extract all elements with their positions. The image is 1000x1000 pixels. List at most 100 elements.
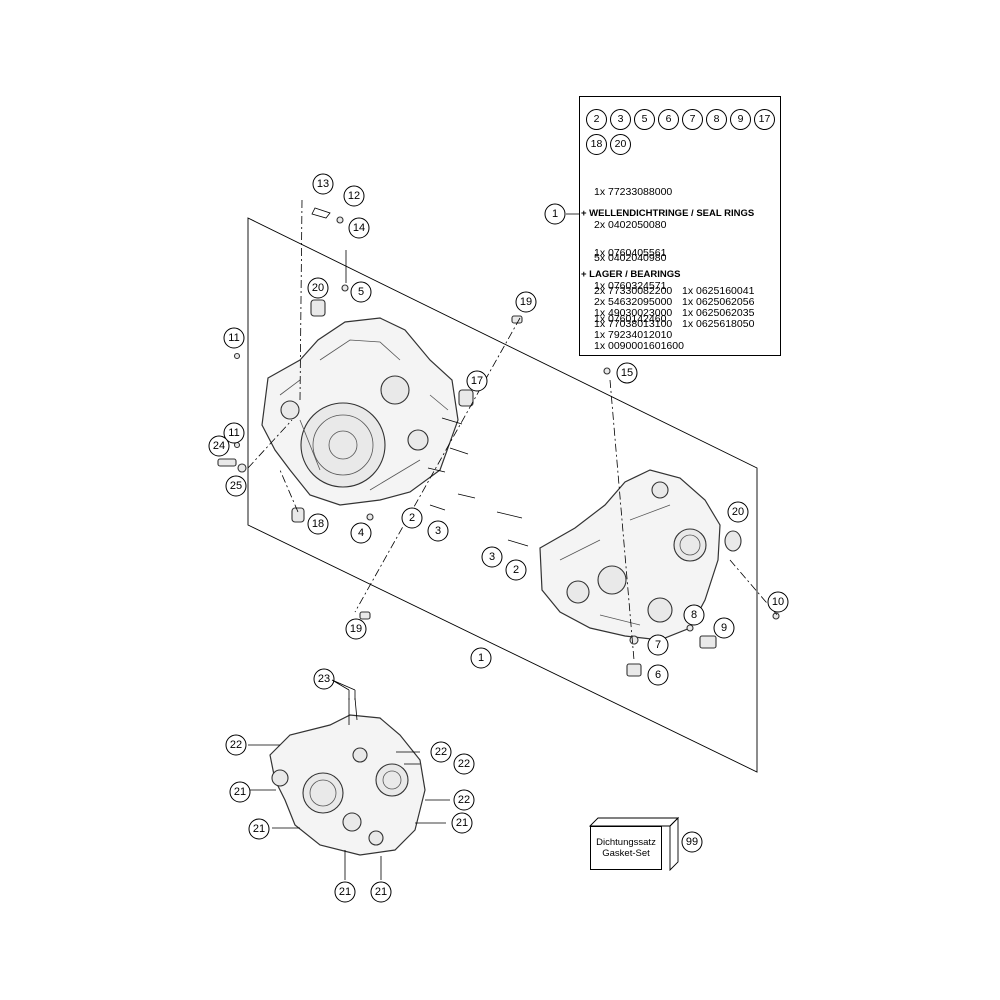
svg-text:24: 24 xyxy=(213,440,225,452)
bearings-list-right: 1x 0625160041 1x 0625062056 1x 062506203… xyxy=(682,286,754,330)
svg-text:5: 5 xyxy=(358,286,364,298)
svg-text:1: 1 xyxy=(552,208,558,220)
callout-22d: 22 xyxy=(453,789,475,811)
svg-text:99: 99 xyxy=(686,836,698,848)
seal-ring-line: 1x 0760405561 xyxy=(594,247,667,259)
bushing-20-left xyxy=(310,299,326,317)
svg-text:3: 3 xyxy=(435,525,441,537)
bearing-line: 1x 0625062035 xyxy=(682,307,755,319)
svg-text:21: 21 xyxy=(339,886,351,898)
bearing-line: 2x 54632095000 xyxy=(594,296,673,308)
callout-7: 7 xyxy=(647,634,669,656)
bearing-line: 1x 0090001601600 xyxy=(594,340,684,352)
bearing-line: 1x 49030023000 xyxy=(594,307,673,319)
bushing-18 xyxy=(291,507,305,523)
svg-text:13: 13 xyxy=(317,178,329,190)
svg-text:19: 19 xyxy=(520,296,532,308)
callout-24: 24 xyxy=(208,435,230,457)
screw-5 xyxy=(341,284,349,292)
plug-6 xyxy=(626,663,642,677)
leader-lines xyxy=(247,199,779,880)
callout-19b: 19 xyxy=(345,618,367,640)
kit-part-line: 2x 0402050080 xyxy=(594,219,667,231)
svg-text:20: 20 xyxy=(732,506,744,518)
kit-ref-item: 6 xyxy=(658,109,679,130)
svg-text:21: 21 xyxy=(253,823,265,835)
callout-18: 18 xyxy=(307,513,329,535)
kit-contents-box: 2 3 5 6 7 8 9 17 18 20 1x 77233088000 2x… xyxy=(579,96,781,356)
washer-25 xyxy=(237,463,247,473)
callout-21e: 21 xyxy=(370,881,392,903)
bolt-24 xyxy=(217,458,237,467)
callout-11a: 11 xyxy=(223,327,245,349)
callout-5: 5 xyxy=(350,281,372,303)
plug-9 xyxy=(699,635,717,649)
kit-ref-item: 3 xyxy=(610,109,631,130)
callout-8: 8 xyxy=(683,604,705,626)
svg-text:3: 3 xyxy=(489,551,495,563)
kit-ref-list: 2 3 5 6 7 8 9 17 18 20 xyxy=(586,109,778,155)
svg-text:11: 11 xyxy=(228,332,239,344)
svg-text:25: 25 xyxy=(230,480,242,492)
callout-15: 15 xyxy=(616,362,638,384)
callout-99: 99 xyxy=(681,831,703,853)
svg-text:21: 21 xyxy=(375,886,387,898)
o-ring-8 xyxy=(686,624,694,632)
kit-ref-item: 20 xyxy=(610,134,631,155)
dowel-19-top xyxy=(511,315,523,324)
svg-text:2: 2 xyxy=(409,512,415,524)
callout-17: 17 xyxy=(466,370,488,392)
kit-part-line: 1x 77233088000 xyxy=(594,186,673,198)
svg-text:17: 17 xyxy=(471,375,483,387)
seal-ring-line: 1x 0760142460 xyxy=(594,313,667,325)
callout-21a: 21 xyxy=(229,781,251,803)
callout-2b: 2 xyxy=(505,559,527,581)
svg-text:4: 4 xyxy=(358,527,364,539)
callout-3a: 3 xyxy=(427,520,449,542)
bracket-13 xyxy=(311,207,331,219)
callout-21d: 21 xyxy=(334,881,356,903)
kit-ref-item: 17 xyxy=(754,109,775,130)
svg-text:21: 21 xyxy=(456,817,468,829)
bearing-line: 1x 0625062056 xyxy=(682,296,755,308)
callout-22b: 22 xyxy=(430,741,452,763)
kit-part-line: 5x 0402040980 xyxy=(594,252,667,264)
svg-text:12: 12 xyxy=(348,190,360,202)
callout-3b: 3 xyxy=(481,546,503,568)
callout-6: 6 xyxy=(647,664,669,686)
svg-text:21: 21 xyxy=(234,786,246,798)
small-parts xyxy=(217,207,780,677)
kit-ref-item: 18 xyxy=(586,134,607,155)
callout-11b: 11 xyxy=(223,422,245,444)
bearing-line: 1x 79234012010 xyxy=(594,329,673,341)
retainer-plates xyxy=(427,417,529,547)
dowel-19-bottom xyxy=(359,611,371,620)
kit-parts-list: 1x 77233088000 2x 0402050080 5x 04020409… xyxy=(594,165,672,286)
callout-1a: 1 xyxy=(544,203,566,225)
kit-ref-item: 8 xyxy=(706,109,727,130)
callout-14: 14 xyxy=(348,217,370,239)
svg-text:18: 18 xyxy=(312,518,324,530)
svg-text:15: 15 xyxy=(621,367,633,379)
screw-15 xyxy=(603,367,611,375)
bushing-17 xyxy=(458,389,474,407)
right-crankcase-half xyxy=(539,469,721,641)
seal-20-right xyxy=(724,530,742,552)
callout-12: 12 xyxy=(343,185,365,207)
bearing-line: 1x 77038013100 xyxy=(594,318,673,330)
svg-text:20: 20 xyxy=(312,282,324,294)
callout-1b: 1 xyxy=(470,647,492,669)
svg-text:2: 2 xyxy=(513,564,519,576)
callout-21c: 21 xyxy=(451,812,473,834)
bearing-line: 1x 0625160041 xyxy=(682,285,755,297)
callout-20a: 20 xyxy=(307,277,329,299)
callout-9: 9 xyxy=(713,617,735,639)
svg-text:22: 22 xyxy=(458,758,470,770)
screw-11-top xyxy=(233,352,241,360)
kit-ref-item: 2 xyxy=(586,109,607,130)
seal-rings-list: 1x 0760405561 1x 0760324571 1x 076014246… xyxy=(594,226,666,347)
bearing-line: 1x 0625618050 xyxy=(682,318,755,330)
gasket-label-english: Gasket-Set xyxy=(602,848,650,859)
callout-25: 25 xyxy=(225,475,247,497)
